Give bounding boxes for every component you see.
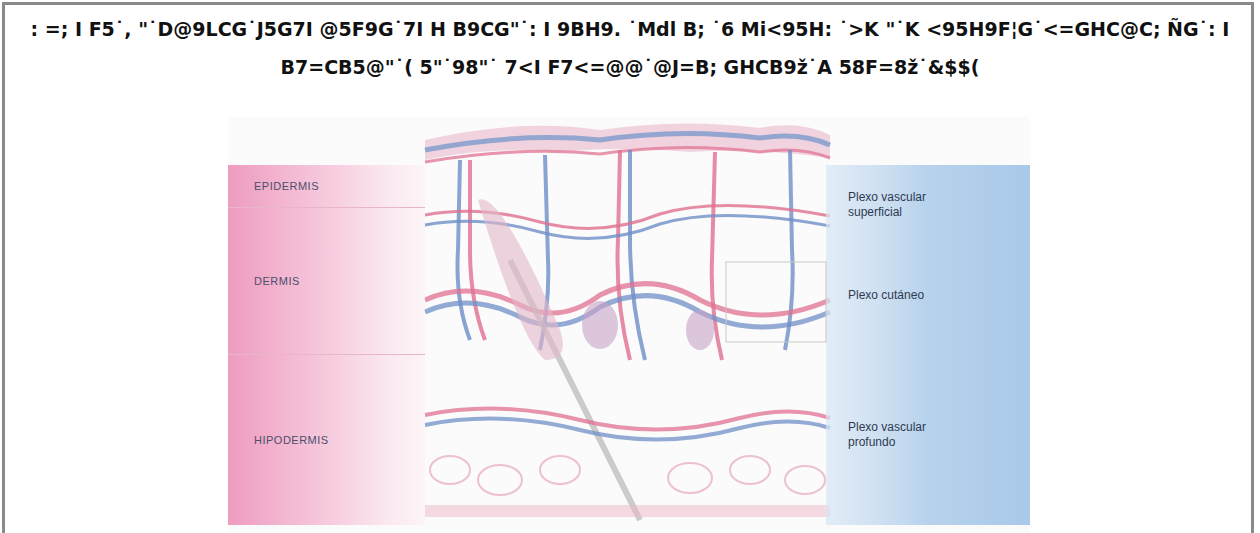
dermis-band: DERMIS xyxy=(228,208,425,355)
layer-label: DERMIS xyxy=(254,275,300,287)
plexus-label: Plexo vascular profundo xyxy=(826,345,1030,525)
layer-label: HIPODERMIS xyxy=(254,434,329,446)
layer-label: EPIDERMIS xyxy=(254,180,319,192)
plexus-name: Plexo vascular profundo xyxy=(848,420,968,450)
figure-title: : =; I F5˙, "˙D@9LCG˙J5G7I @5F9G˙7I H B9… xyxy=(20,10,1240,86)
hypodermis-band: HIPODERMIS xyxy=(228,355,425,525)
plexus-label: Plexo cutáneo xyxy=(826,245,1030,345)
plexus-label: Plexo vascular superficial xyxy=(826,165,1030,245)
plexus-name: Plexo vascular superficial xyxy=(848,190,968,220)
epidermis-band: EPIDERMIS xyxy=(228,165,425,208)
plexus-name: Plexo cutáneo xyxy=(848,288,924,303)
